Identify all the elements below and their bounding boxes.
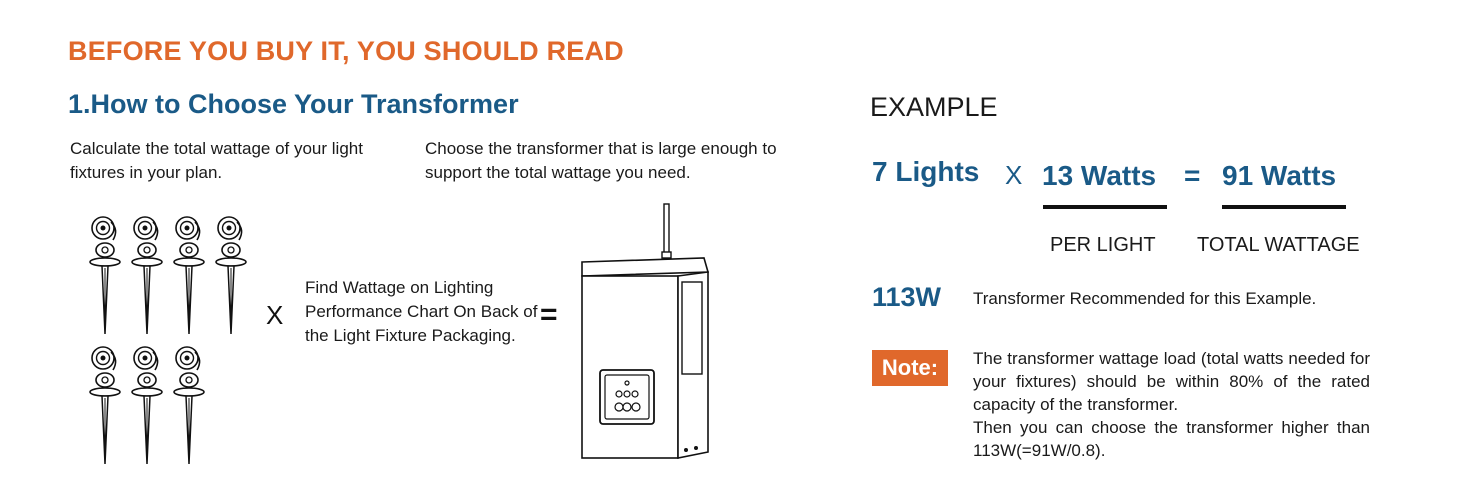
underline-per-light (1043, 205, 1167, 209)
chart-instruction: Find Wattage on Lighting Performance Cha… (305, 278, 538, 345)
spotlight-icon (131, 346, 163, 465)
underline-total (1222, 205, 1346, 209)
example-lights: 7 Lights (872, 156, 980, 187)
multiply-sign: X (266, 300, 284, 330)
step2-text: Choose the transformer that is large eno… (425, 139, 777, 182)
spotlight-icon (131, 216, 163, 335)
spotlight-icon (89, 346, 121, 465)
per-light-label: PER LIGHT (1050, 234, 1156, 256)
note-badge: Note: (872, 350, 948, 386)
step1-text: Calculate the total wattage of your ligh… (70, 139, 363, 182)
example-total: 91 Watts (1222, 160, 1337, 191)
spotlight-icon (173, 346, 205, 465)
total-wattage-label: TOTAL WATTAGE (1197, 234, 1360, 256)
example-multiply: X (1005, 160, 1023, 190)
note-line: The transformer wattage load (total watt… (973, 349, 1370, 414)
note-line: Then you can choose the transformer high… (973, 418, 1370, 460)
spotlight-icon (89, 216, 121, 335)
section-title: 1.How to Choose Your Transformer (68, 89, 519, 119)
equals-sign: = (540, 298, 558, 331)
example-watts-per-light: 13 Watts (1042, 160, 1157, 191)
recommended-text: Transformer Recommended for this Example… (973, 289, 1317, 308)
note-text: The transformer wattage load (total watt… (973, 347, 1370, 462)
transformer-icon (581, 203, 710, 459)
spotlight-icon (215, 216, 247, 335)
recommended-value: 113W (872, 282, 942, 312)
example-title: EXAMPLE (870, 92, 998, 122)
spotlight-icon (173, 216, 205, 335)
headline: BEFORE YOU BUY IT, YOU SHOULD READ (68, 36, 624, 66)
example-equals: = (1184, 160, 1201, 191)
spotlights-illustration (89, 216, 247, 465)
